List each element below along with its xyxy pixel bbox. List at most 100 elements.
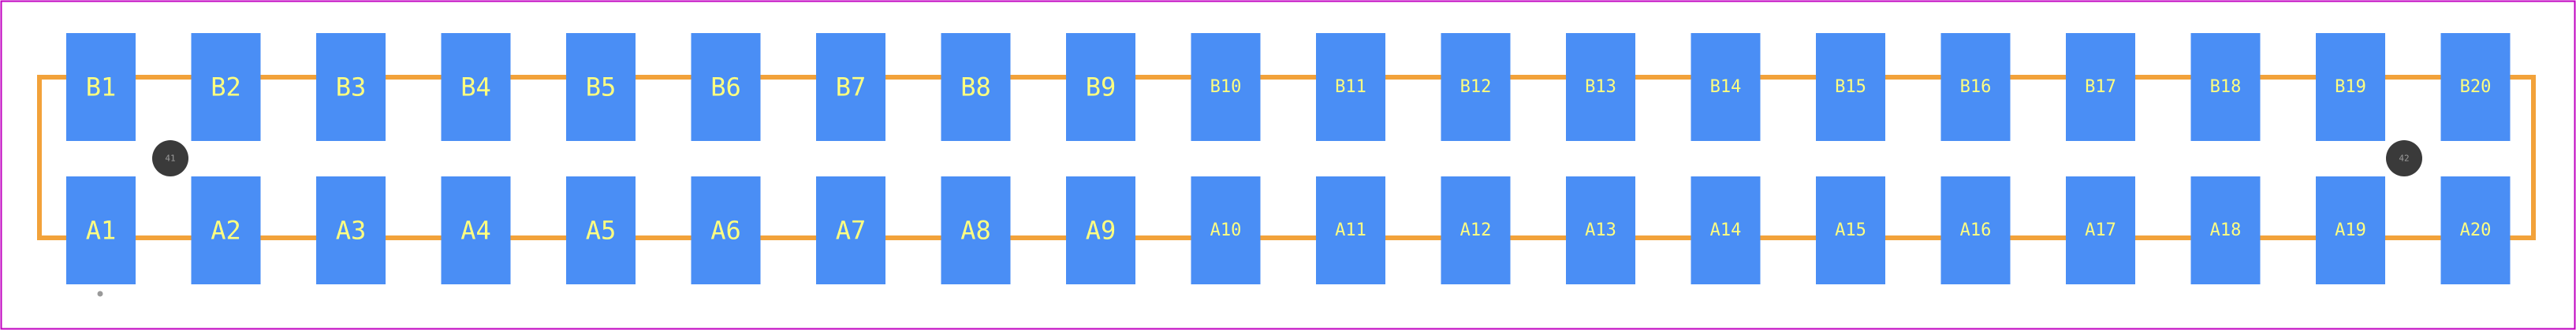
pad-label: B7 [836,72,867,102]
pad-shape [2440,33,2511,141]
pad-b3: B3 [316,33,386,141]
pad-a11: A11 [1316,176,1385,284]
pad-label: B20 [2460,77,2492,97]
pad-label: A19 [2335,221,2366,240]
pad-label: B3 [336,72,367,102]
pad-shape [1316,33,1385,141]
pad-b16: B16 [1940,33,2011,141]
pad-a20: A20 [2440,176,2511,284]
pad-shape [316,33,386,141]
pad-shape [2316,33,2385,141]
pad-label: A20 [2460,221,2492,240]
pad-b19: B19 [2316,33,2385,141]
pad-a19: A19 [2316,176,2385,284]
pad-b13: B13 [1566,33,1635,141]
pad-a14: A14 [1691,176,1761,284]
pad-label: B8 [960,72,991,102]
pad-b7: B7 [816,33,885,141]
pad-a4: A4 [441,176,511,284]
pad-a13: A13 [1566,176,1635,284]
pad-a6: A6 [691,176,761,284]
pad-label: B9 [1086,72,1117,102]
pad-a9: A9 [1066,176,1135,284]
pad-label: B1 [86,72,117,102]
pin1-marker [97,291,103,297]
pad-shape [1441,176,1511,284]
pad-label: B17 [2085,77,2116,97]
pad-b12: B12 [1441,33,1511,141]
pad-b9: B9 [1066,33,1135,141]
pad-a10: A10 [1191,176,1261,284]
pad-b4: B4 [441,33,511,141]
pad-shape [441,33,511,141]
pad-label: B11 [1335,77,1366,97]
pad-shape [2066,176,2135,284]
pad-shape [2066,33,2135,141]
pad-label: B16 [1960,77,1992,97]
pad-label: B12 [1460,77,1492,97]
pad-shape [941,176,1011,284]
pad-a2: A2 [191,176,261,284]
pad-shape [1566,176,1635,284]
pad-b8: B8 [941,33,1011,141]
pad-b18: B18 [2190,33,2261,141]
pad-label: B2 [211,72,241,102]
pad-b6: B6 [691,33,761,141]
pad-shape [1191,176,1261,284]
pad-shape [566,33,636,141]
pad-label: A18 [2210,221,2242,240]
pad-label: B5 [586,72,617,102]
pad-b5: B5 [566,33,636,141]
pad-shape [566,176,636,284]
pad-shape [441,176,511,284]
pad-b10: B10 [1191,33,1261,141]
pad-b17: B17 [2066,33,2135,141]
pad-label: A10 [1210,221,1242,240]
pad-shape [1316,176,1385,284]
pad-shape [1940,33,2011,141]
pad-shape [816,176,885,284]
pad-a12: A12 [1441,176,1511,284]
pad-label: A9 [1086,216,1117,246]
pad-label: B13 [1585,77,1616,97]
pad-a3: A3 [316,176,386,284]
pad-shape [191,176,261,284]
pad-shape [691,176,761,284]
component-outline [37,75,2536,240]
pad-shape [2190,176,2261,284]
pad-a1: A1 [66,176,136,284]
mounting-hole-41: 41 [152,140,188,176]
pad-label: A14 [1710,221,1742,240]
pad-label: B6 [710,72,741,102]
pad-label: A12 [1460,221,1492,240]
pad-b15: B15 [1816,33,1885,141]
pad-b14: B14 [1691,33,1761,141]
pad-label: A15 [1835,221,1866,240]
pad-label: B4 [460,72,491,102]
pad-label: A2 [211,216,241,246]
pad-label: A7 [836,216,867,246]
pad-shape [1441,33,1511,141]
pad-b11: B11 [1316,33,1385,141]
pad-shape [66,176,136,284]
pad-label: A17 [2085,221,2116,240]
mounting-hole-shape [152,140,188,176]
pad-a17: A17 [2066,176,2135,284]
pad-row-top: B1 B2 B3 B4 B5 B6 B7 B8 B9 B10 B11 B12 B13 B14 B15 B16 B… [66,33,2511,141]
pad-label: A13 [1585,221,1616,240]
pad-shape [1691,176,1761,284]
pad-shape [816,33,885,141]
pad-shape [2316,176,2385,284]
pad-shape [316,176,386,284]
pad-b2: B2 [191,33,261,141]
mounting-hole-shape [2386,140,2422,176]
pad-label: A16 [1960,221,1992,240]
pad-a5: A5 [566,176,636,284]
pad-shape [941,33,1011,141]
pad-shape [1066,176,1135,284]
pad-label: A5 [586,216,617,246]
